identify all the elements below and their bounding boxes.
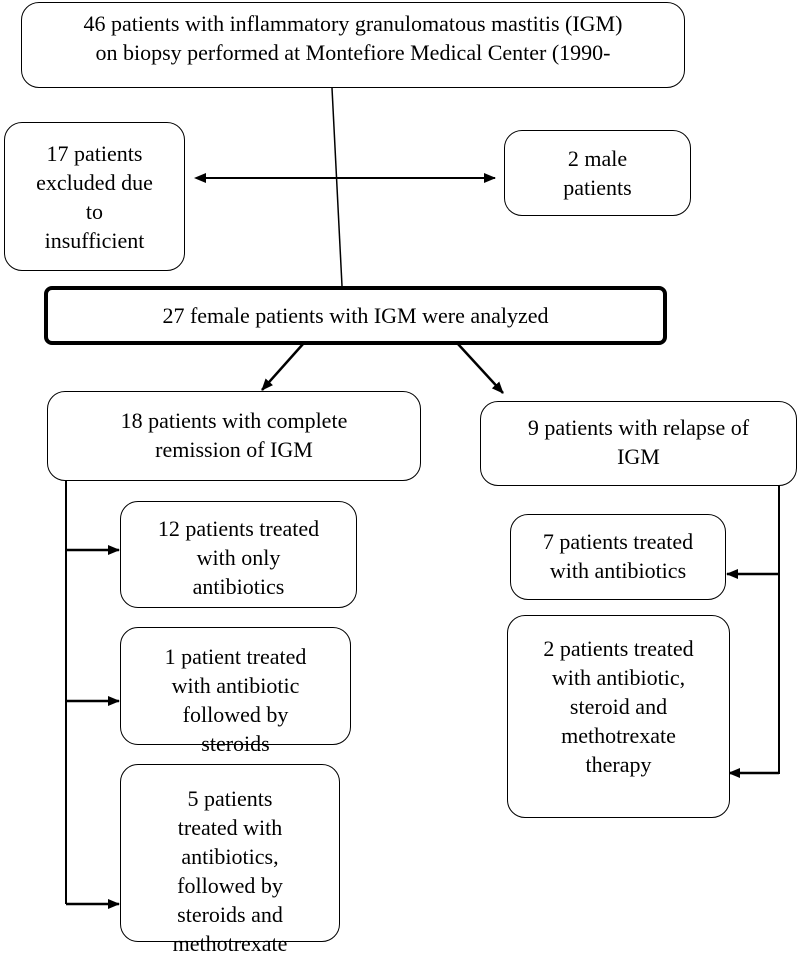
box-male-patients: 2 male patients (504, 130, 691, 216)
box-relapse-triple-therapy: 2 patients treated with antibiotic, ster… (507, 615, 730, 818)
box-complete-remission: 18 patients with complete remission of I… (47, 391, 421, 481)
box-remission-methotrexate: 5 patients treated with antibiotics, fol… (120, 764, 340, 956)
box-relapse-antibiotics: 7 patients treated with antibiotics (510, 514, 726, 600)
connector-to-remission (261, 343, 304, 391)
connector-top-to-analyzed (331, 87, 343, 287)
box-relapse: 9 patients with relapse of IGM (480, 401, 797, 486)
box-excluded-patients: 17 patients excluded due to insufficient (4, 122, 185, 271)
box-total-patients: 46 patients with inflammatory granulomat… (21, 2, 685, 88)
box-analyzed-patients: 27 female patients with IGM were analyze… (44, 286, 667, 345)
connector-to-relapse (457, 343, 504, 394)
box-remission-steroids: 1 patient treated with antibiotic follow… (120, 627, 351, 756)
box-remission-antibiotics: 12 patients treated with only antibiotic… (120, 501, 357, 608)
